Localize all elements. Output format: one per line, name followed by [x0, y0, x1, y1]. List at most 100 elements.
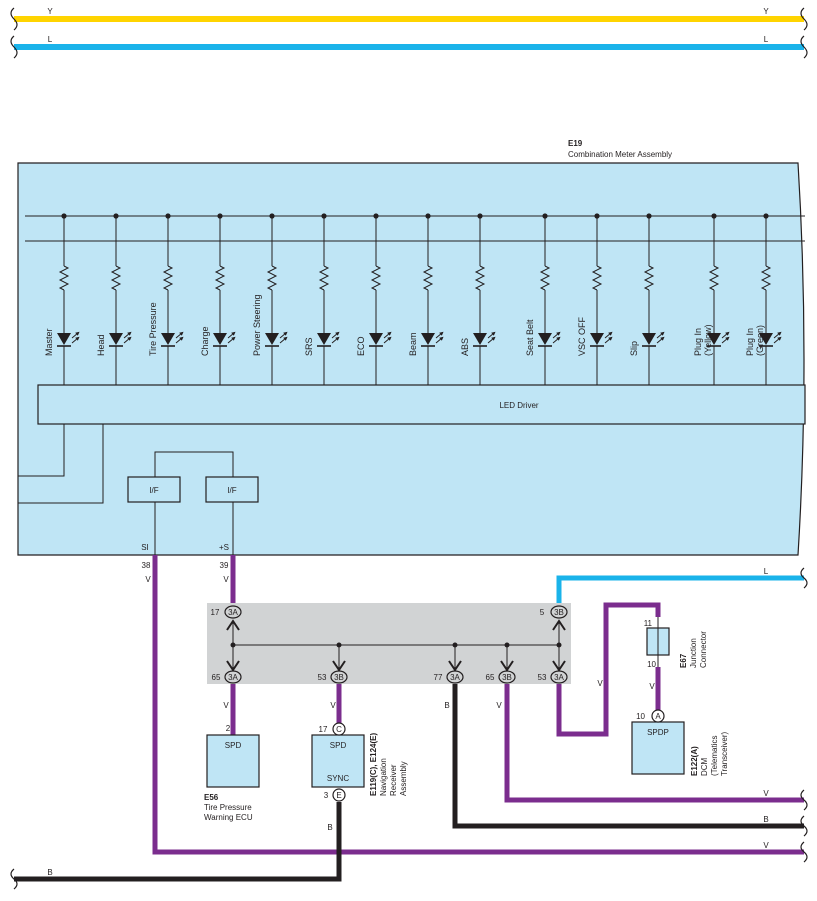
led-emission-arrow — [656, 336, 665, 344]
led-emission-arrow — [227, 336, 236, 344]
connector-pin-number: 53 — [318, 673, 327, 682]
e67-name-2: Connector — [699, 631, 708, 668]
led-symbol — [707, 333, 721, 345]
resistor-symbol — [591, 265, 603, 291]
wire-v-si — [152, 555, 804, 855]
internal-line — [18, 424, 65, 477]
connector-pin-number: 65 — [212, 673, 221, 682]
led-emission-arrow — [435, 336, 444, 344]
indicator-label-sub: (Green) — [755, 325, 765, 356]
led-emission-arrow — [383, 336, 392, 344]
connector-code: 3A — [228, 673, 238, 682]
e67-pin-top: 11 — [644, 619, 653, 628]
led-emission-arrow — [331, 336, 340, 344]
led-driver-box — [37, 384, 806, 425]
wire-label-l-right: L — [764, 35, 769, 44]
wire-color-label: V — [223, 701, 229, 710]
nav-name-3: Assembly — [399, 761, 408, 796]
connector-code: 3B — [334, 673, 344, 682]
nav-code: E119(C), E124(E) — [369, 733, 378, 796]
e56-name-1: Tire Pressure — [204, 803, 252, 812]
led-emission-arrow — [773, 331, 782, 339]
indicator-column: ABS — [460, 213, 496, 385]
wire-v-65 — [504, 684, 804, 803]
wire-color-label: V — [145, 575, 151, 584]
led-emission-arrow — [435, 331, 444, 339]
resistor-symbol — [760, 265, 772, 291]
wire-label-l-left: L — [48, 35, 53, 44]
led-emission-arrow — [773, 336, 782, 344]
e56-pin-number: 2 — [226, 724, 231, 733]
wire-color-label: V — [763, 841, 769, 850]
dcm-name-2: (Telematics — [710, 736, 719, 776]
indicator-column: Slip — [629, 213, 665, 385]
pin-si-number: 38 — [142, 561, 151, 570]
indicator-label: Plug In — [745, 328, 755, 356]
indicator-label: SRS — [304, 337, 314, 356]
led-emission-arrow — [71, 336, 80, 344]
wire-break-mark — [800, 35, 808, 59]
resistor-symbol — [370, 265, 382, 291]
if-box-left — [127, 476, 181, 503]
led-symbol — [369, 333, 383, 345]
indicator-column: Seat Belt — [525, 213, 561, 385]
led-driver-label: LED Driver — [499, 401, 538, 410]
connector-pin-17-3a: 3A 17 — [211, 605, 242, 631]
e67-label-group: E67 Junction Connector — [679, 631, 708, 668]
wire-break-mark — [800, 789, 808, 811]
dcm-connector-a — [651, 709, 665, 723]
indicator-label: ABS — [460, 338, 470, 356]
nav-pin-number-top: 17 — [319, 725, 328, 734]
connector-oval — [330, 670, 348, 684]
led-emission-arrow — [604, 336, 613, 344]
connector-oval — [498, 670, 516, 684]
junction-dot — [504, 642, 510, 648]
connector-chevron — [552, 660, 566, 672]
nav-label-group: E119(C), E124(E) Navigation Receiver Ass… — [369, 733, 408, 796]
wire-l-3b — [556, 575, 804, 603]
wire-v-e67 — [556, 602, 661, 737]
indicator-label: Power Steering — [252, 294, 262, 356]
indicator-column: ECO — [356, 213, 392, 385]
connector-chevron — [332, 660, 346, 672]
wire-b-sync — [14, 802, 342, 882]
led-symbol — [265, 333, 279, 345]
led-emission-arrow — [123, 331, 132, 339]
wire-color-label: B — [47, 868, 52, 877]
connector-pin-number: 65 — [486, 673, 495, 682]
led-emission-arrow — [552, 331, 561, 339]
indicator-column: Master — [44, 213, 80, 385]
led-emission-arrow — [175, 331, 184, 339]
resistor-symbol — [474, 265, 486, 291]
pin-s-number: 39 — [220, 561, 229, 570]
dcm-code: E122(A) — [690, 746, 699, 776]
wire-break-mark — [800, 815, 808, 837]
connector-oval — [224, 670, 242, 684]
led-emission-arrow — [279, 331, 288, 339]
wire-color-label: B — [444, 701, 449, 710]
e56-name-2: Warning ECU — [204, 813, 253, 822]
indicator-column: Plug In(Green) — [745, 213, 782, 385]
dcm-name-3: Transceiver) — [720, 732, 729, 776]
indicator-column: VSC OFF — [577, 213, 613, 385]
wire-color-label: V — [223, 575, 229, 584]
wire-label-y-right: Y — [763, 7, 769, 16]
dcm-box — [631, 721, 685, 775]
dcm-pin-label: SPDP — [647, 728, 669, 737]
resistor-symbol — [58, 265, 70, 291]
led-emission-arrow — [552, 336, 561, 344]
wire-break-mark — [10, 868, 18, 890]
if-label-left: I/F — [149, 486, 158, 495]
led-symbol — [473, 333, 487, 345]
indicator-column: Beam — [408, 213, 444, 385]
indicator-label: Seat Belt — [525, 319, 535, 356]
junction-dot — [230, 642, 236, 648]
indicator-label: Tire Pressure — [148, 302, 158, 356]
led-symbol — [642, 333, 656, 345]
connector-chevron — [226, 619, 240, 631]
